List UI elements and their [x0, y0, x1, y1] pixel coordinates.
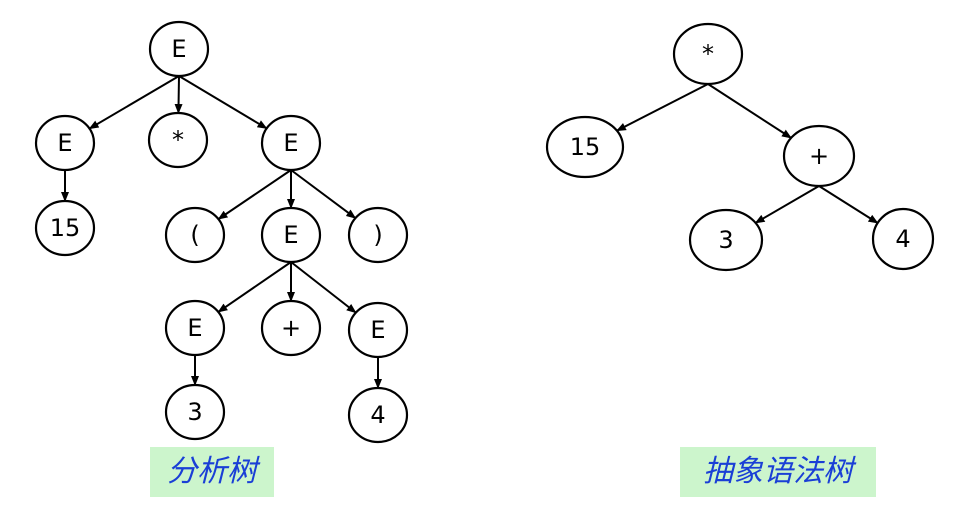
ast-node-label: + — [809, 142, 829, 170]
parse-tree-node-circle — [164, 206, 226, 264]
ast-node-circle — [545, 115, 625, 179]
ast-node-circle — [871, 207, 935, 271]
parse-tree-node-p_e3: E — [260, 206, 322, 264]
parse-tree-node-p_plus: + — [260, 299, 322, 357]
ast-node-label: 4 — [895, 225, 910, 253]
ast-node-a_3: 3 — [688, 208, 764, 272]
parse-tree-node-label: 4 — [370, 401, 385, 429]
ast-caption: 抽象语法树 — [680, 447, 876, 497]
parse-tree-edge-p_e2-p_rp — [290, 169, 357, 219]
ast-node-label: 3 — [718, 226, 733, 254]
parse-tree-node-label: 3 — [187, 398, 202, 426]
parse-tree-node-label: E — [283, 129, 298, 157]
parse-tree-node-circle — [260, 206, 322, 264]
parse-tree-edge-p_root-p_e1 — [88, 75, 180, 130]
ast-edge-a_plus-a_4 — [818, 185, 879, 224]
parse-tree-node-p_e1: E — [34, 114, 96, 172]
parse-tree-edge-p_root-p_star — [174, 75, 183, 115]
parse-tree-node-p_e4: E — [164, 299, 226, 357]
nodes-layer: E E * E 15 ( E) E + E 3 4 * 15 +3 4 — [34, 20, 935, 444]
ast-node-a_15: 15 — [545, 115, 625, 179]
ast-node-label: * — [702, 40, 714, 68]
parse-tree-edge-p_e2-p_lp — [217, 169, 292, 220]
parse-tree-node-circle — [347, 301, 409, 359]
ast-node-a_4: 4 — [871, 207, 935, 271]
parse-tree-node-p_root: E — [148, 20, 210, 78]
parse-tree-node-p_e2: E — [260, 114, 322, 172]
parse-tree-node-p_3: 3 — [164, 383, 226, 441]
parse-tree-caption: 分析树 — [150, 447, 274, 497]
ast-node-circle — [672, 22, 744, 86]
parse-tree-node-label: E — [283, 221, 298, 249]
parse-tree-node-circle — [347, 386, 409, 444]
ast-edge-a_star-a_15 — [615, 83, 709, 132]
parse-tree-node-label: ) — [373, 221, 382, 249]
parse-tree-node-label: E — [57, 129, 72, 157]
parse-tree-node-p_lp: ( — [164, 206, 226, 264]
ast-node-circle — [782, 124, 856, 188]
parse-tree-node-circle — [147, 111, 209, 169]
parse-tree-node-label: * — [172, 126, 184, 154]
edges-layer — [61, 75, 879, 389]
parse-tree-node-label: + — [281, 314, 301, 342]
parse-tree-edge-p_e3-p_e5 — [290, 261, 357, 314]
ast-node-label: 15 — [570, 133, 601, 161]
parse-tree-edge-p_e3-p_e4 — [217, 261, 292, 313]
parse-tree-node-circle — [260, 114, 322, 172]
parse-tree-node-label: E — [171, 35, 186, 63]
ast-node-a_plus: + — [782, 124, 856, 188]
parse-tree-node-circle — [148, 20, 210, 78]
parse-tree-node-circle — [34, 199, 96, 257]
parse-tree-node-p_rp: ) — [347, 206, 409, 264]
parse-tree-node-p_star: * — [147, 111, 209, 169]
parse-tree-node-circle — [347, 206, 409, 264]
ast-node-circle — [688, 208, 764, 272]
parse-tree-node-circle — [34, 114, 96, 172]
parse-tree-node-label: E — [370, 316, 385, 344]
ast-edge-a_plus-a_3 — [754, 185, 820, 224]
parse-tree-node-label: 15 — [50, 214, 81, 242]
parse-tree-node-circle — [164, 383, 226, 441]
ast-edge-a_star-a_plus — [707, 83, 792, 139]
parse-tree-node-label: E — [187, 314, 202, 342]
parse-tree-node-circle — [260, 299, 322, 357]
parse-tree-node-p_4: 4 — [347, 386, 409, 444]
parse-tree-node-circle — [164, 299, 226, 357]
parse-tree-node-label: ( — [190, 221, 199, 249]
parse-tree-edge-p_root-p_e2 — [178, 75, 268, 130]
parse-tree-node-p_e5: E — [347, 301, 409, 359]
parse-tree-node-p_15: 15 — [34, 199, 96, 257]
ast-node-a_star: * — [672, 22, 744, 86]
